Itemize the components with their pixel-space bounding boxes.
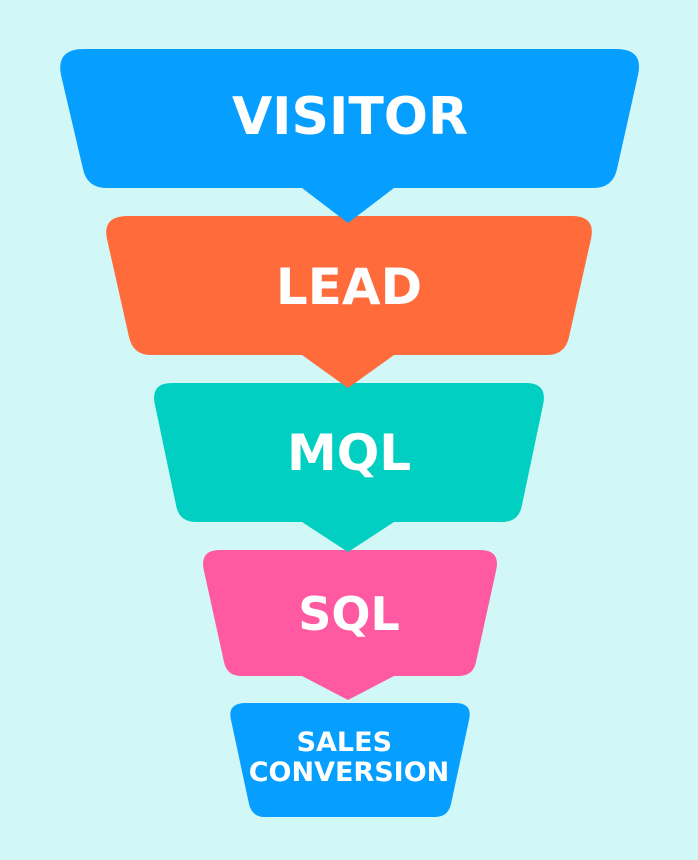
- funnel-stage-visitor: VISITOR: [60, 49, 640, 223]
- funnel-stage-mql-label: MQL: [287, 424, 411, 482]
- funnel-stage-mql-shape: [154, 383, 544, 552]
- funnel-stage-mql: MQL: [154, 383, 544, 552]
- funnel-stage-sql-shape: [203, 550, 497, 700]
- funnel-stage-lead: LEAD: [106, 216, 592, 388]
- funnel-stage-visitor-label: VISITOR: [232, 87, 468, 147]
- funnel-stage-sales-conversion-label-line-2: CONVERSION: [249, 757, 450, 788]
- funnel-stage-sales-conversion-shape: [230, 703, 470, 817]
- funnel-stage-sales-conversion-label: SALES CONVERSION: [249, 727, 450, 788]
- funnel-stage-lead-shape: [106, 216, 592, 388]
- funnel-stage-sales-conversion-label-line-1: SALES: [297, 727, 392, 758]
- funnel-stage-sql: SQL: [203, 550, 497, 700]
- funnel-stage-visitor-shape: [60, 49, 640, 223]
- funnel-stage-sales-conversion: SALES CONVERSION: [230, 703, 470, 817]
- funnel-stage-lead-label: LEAD: [276, 258, 422, 316]
- funnel-stage-sql-label: SQL: [298, 587, 400, 641]
